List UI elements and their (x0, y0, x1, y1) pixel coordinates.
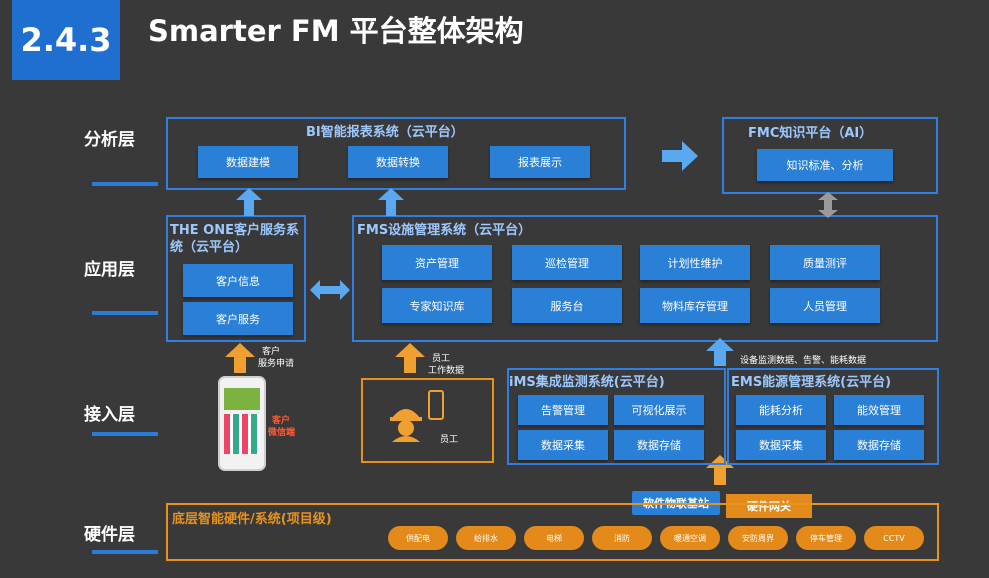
staff-note-line2: 工作数据 (428, 366, 465, 376)
section-number-badge: 2.4.3 (12, 0, 120, 80)
fms-module-quality: 质量测评 (770, 245, 880, 280)
ems-module-storage: 数据存储 (834, 430, 924, 460)
phone-app-image (218, 376, 266, 471)
bi-system-title: BI智能报表系统（云平台） (306, 125, 464, 140)
arrow-up-icon (378, 188, 404, 216)
ims-system-frame (507, 368, 726, 465)
theone-system-title-line1: THE ONE客户服务系 (170, 223, 299, 238)
layer-label-access: 接入层 (84, 405, 135, 425)
page-title: Smarter FM 平台整体架构 (148, 14, 524, 48)
hw-item-parking: 停车管理 (796, 526, 856, 550)
ems-module-efficiency: 能效管理 (834, 395, 924, 425)
fms-module-inventory: 物料库存管理 (640, 288, 750, 323)
hw-item-power: 供配电 (388, 526, 448, 550)
staff-frame (361, 378, 494, 463)
theone-module-customer-info: 客户信息 (183, 264, 293, 297)
layer-label-hardware: 硬件层 (84, 525, 135, 545)
layer-label-analysis: 分析层 (84, 130, 135, 150)
fmc-platform-frame (722, 117, 938, 194)
ems-system-frame (727, 368, 939, 465)
bi-module-modeling: 数据建模 (198, 146, 298, 178)
layer-label-application: 应用层 (84, 260, 135, 280)
staff-label: 员工 (440, 435, 459, 445)
ems-module-collect: 数据采集 (736, 430, 826, 460)
hardware-title: 底层智能硬件/系统(项目级) (172, 512, 332, 527)
ims-module-alarm: 告警管理 (518, 395, 608, 425)
phone-icon (428, 390, 444, 420)
ims-module-visual: 可视化展示 (614, 395, 704, 425)
customer-app-label2: 微信端 (268, 428, 296, 438)
staff-note-line1: 员工 (432, 354, 451, 364)
hw-item-elevator: 电梯 (524, 526, 584, 550)
hw-item-fire: 消防 (592, 526, 652, 550)
hw-item-cctv: CCTV (864, 526, 924, 550)
layer-underline-hardware (92, 550, 158, 554)
customer-note-line2: 服务申请 (258, 359, 295, 369)
ims-module-storage: 数据存储 (614, 430, 704, 460)
ims-module-collect: 数据采集 (518, 430, 608, 460)
theone-system-frame (166, 215, 306, 342)
ims-system-title: iMS集成监测系统(云平台) (509, 375, 665, 390)
fms-module-expert: 专家知识库 (382, 288, 492, 323)
theone-module-customer-service: 客户服务 (183, 302, 293, 335)
worker-icon (390, 409, 422, 442)
fms-module-inspection: 巡检管理 (512, 245, 622, 280)
fms-system-title: FMS设施管理系统（云平台） (357, 223, 532, 238)
customer-app-label1: 客户 (272, 416, 291, 426)
arrow-right-icon (662, 141, 698, 171)
hardware-frame (166, 503, 939, 561)
customer-note-line1: 客户 (262, 347, 281, 357)
fmc-platform-title: FMC知识平台（AI） (748, 126, 873, 141)
theone-system-title-line2: 统（云平台） (170, 240, 249, 255)
fms-module-personnel: 人员管理 (770, 288, 880, 323)
arrow-leftright-icon (310, 280, 350, 300)
fms-module-maintenance: 计划性维护 (640, 245, 750, 280)
layer-underline-application (92, 311, 158, 315)
hw-item-security: 安防周界 (728, 526, 788, 550)
arrow-up-orange-icon (225, 343, 255, 373)
fms-system-frame (352, 215, 938, 342)
bi-module-report: 报表展示 (490, 146, 590, 178)
hw-item-water: 给排水 (456, 526, 516, 550)
layer-underline-analysis (92, 182, 158, 186)
arrow-up-icon (706, 338, 734, 366)
arrow-updown-icon (818, 192, 838, 218)
arrow-up-icon (236, 188, 262, 216)
bi-system-frame (166, 117, 626, 190)
bi-module-transform: 数据转换 (348, 146, 448, 178)
device-data-note: 设备监测数据、告警、能耗数据 (740, 356, 867, 366)
ems-system-title: EMS能源管理系统(云平台) (731, 375, 892, 390)
ems-module-analysis: 能耗分析 (736, 395, 826, 425)
fms-module-helpdesk: 服务台 (512, 288, 622, 323)
arrow-up-orange-icon (395, 343, 425, 373)
hw-item-hvac: 暖通空调 (660, 526, 720, 550)
fms-module-asset: 资产管理 (382, 245, 492, 280)
layer-underline-access (92, 432, 158, 436)
fmc-module-knowledge: 知识标准、分析 (757, 149, 893, 181)
